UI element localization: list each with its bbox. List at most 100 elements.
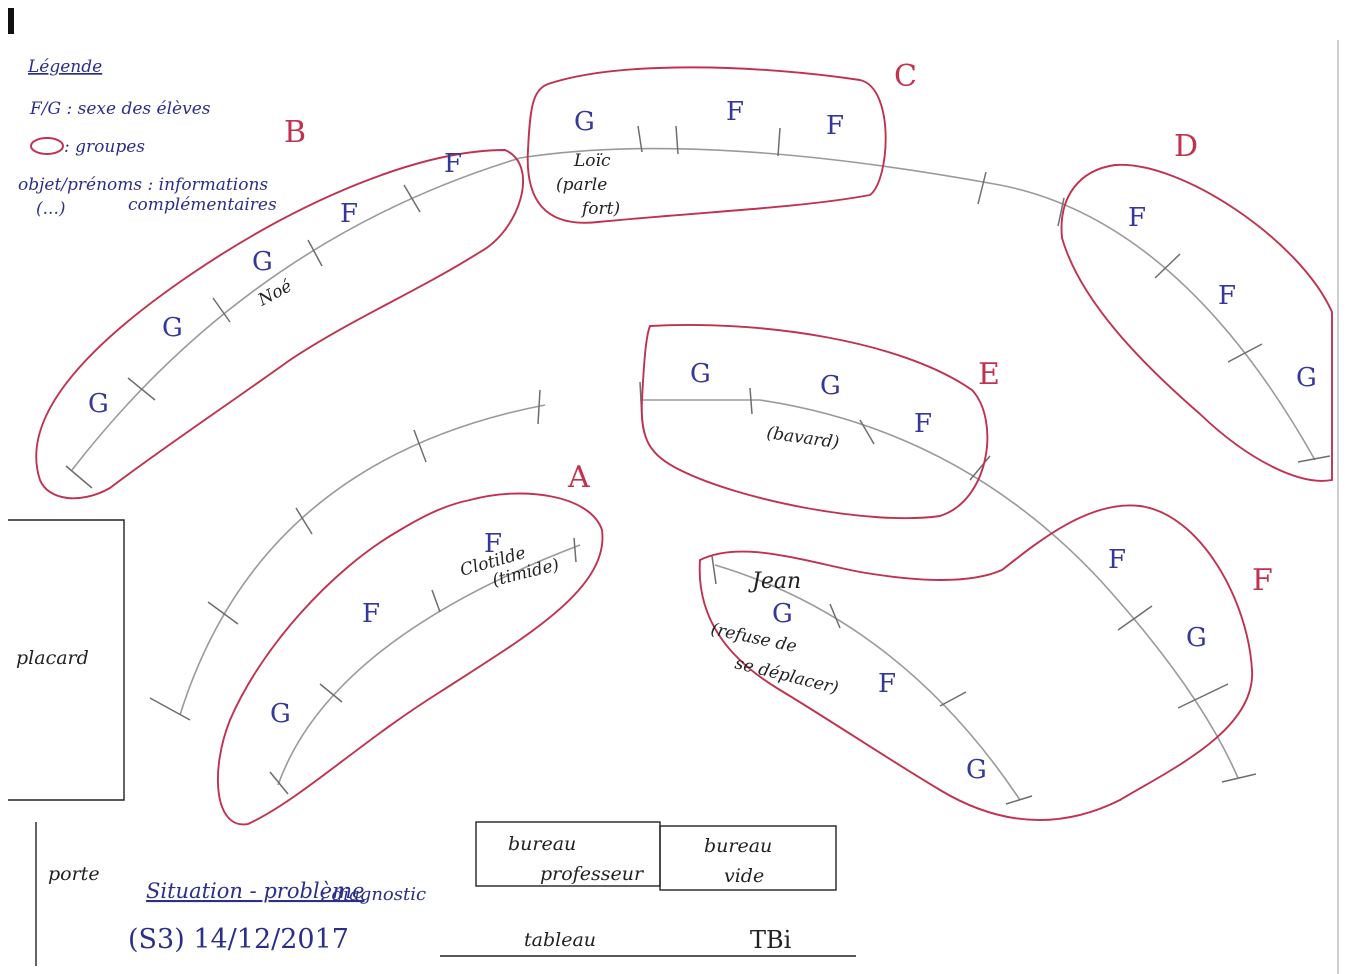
row-group-f [714, 564, 1021, 801]
placard-label: placard [16, 647, 89, 669]
group-labels: A B C D E F [284, 59, 1273, 598]
empty-desk-label-2: vide [724, 865, 764, 887]
row-top [519, 147, 1316, 461]
footer-title: Situation - problème [146, 879, 364, 903]
student-d2: F [1218, 281, 1236, 311]
row-left [71, 157, 521, 471]
desk-tick [969, 455, 991, 481]
desk-tick [1297, 455, 1331, 463]
student-c1: G [574, 107, 595, 137]
student-f2: F [878, 669, 896, 699]
student-b5: F [444, 149, 462, 179]
group-label-d: D [1174, 129, 1198, 164]
student-b1: G [88, 389, 109, 419]
student-b3: G [252, 247, 273, 277]
desk-tick [295, 507, 313, 535]
smartboard-label: TBi [750, 926, 792, 954]
student-c2: F [726, 97, 744, 127]
group-label-a: A [567, 460, 590, 495]
student-f3: G [966, 755, 987, 785]
desk-tick [307, 239, 323, 267]
group-a-outline [216, 492, 604, 826]
desk-tick [537, 389, 541, 425]
note-noe: Noé [254, 276, 295, 311]
desk-tick [149, 697, 191, 721]
desk-ticks [65, 125, 1331, 805]
desk-tick [829, 603, 841, 629]
row-middle [640, 399, 1239, 779]
desk-tick [269, 771, 289, 795]
desk-tick [977, 171, 987, 205]
desk-tick [859, 419, 875, 445]
group-label-f: F [1252, 563, 1273, 598]
student-d1: F [1128, 203, 1146, 233]
desk-tick [711, 555, 717, 585]
student-e3: F [914, 409, 932, 439]
footer-date: (S3) 14/12/2017 [128, 924, 349, 955]
empty-desk [659, 825, 837, 891]
student-a2: F [362, 599, 380, 629]
empty-desk-label-1: bureau [704, 835, 772, 857]
legend-info-line-3: complémentaires [128, 195, 277, 215]
student-f4: F [1108, 545, 1126, 575]
desk-tick [1005, 795, 1033, 805]
student-a3: F [484, 529, 502, 559]
group-label-b: B [284, 115, 306, 150]
row-group-a [277, 544, 581, 786]
note-jean-info-2: se déplacer) [733, 653, 841, 698]
legend-info-line-1: objet/prénoms : informations [18, 175, 268, 195]
group-c-outline [526, 66, 887, 224]
note-jean: Jean [748, 569, 801, 594]
group-d-outline [1060, 164, 1333, 482]
placard-box [8, 519, 125, 801]
desk-tick [127, 377, 156, 401]
desk-tick [1227, 343, 1263, 363]
desk-tick [675, 125, 679, 155]
note-bavard: (bavard) [765, 423, 840, 453]
legend-sex-line: F/G : sexe des élèves [29, 99, 211, 119]
desk-rows [71, 147, 1316, 801]
desk-tick [431, 589, 441, 613]
desk-tick [777, 127, 781, 157]
desk-tick [1177, 683, 1229, 709]
footer-subtitle: : diagnostic [320, 884, 426, 905]
group-outlines [35, 66, 1333, 826]
note-loic: Loïc [573, 151, 611, 171]
desk-tick [413, 429, 427, 463]
teacher-desk-label-1: bureau [508, 833, 576, 855]
door-label: porte [48, 863, 100, 885]
legend-info-line-2: (...) [36, 199, 65, 219]
group-label-e: E [978, 357, 1000, 392]
student-a1: G [270, 699, 291, 729]
legend: Légende F/G : sexe des élèves : groupes … [18, 57, 277, 219]
student-f1: G [772, 599, 793, 629]
desk-tick [1117, 605, 1153, 631]
legend-title: Légende [27, 57, 102, 77]
legend-group-symbol [30, 137, 64, 155]
teacher-desk-label-2: professeur [540, 863, 645, 885]
desk-tick [403, 184, 421, 213]
desk-tick [749, 387, 753, 415]
desk-tick [637, 125, 643, 153]
student-c3: F [826, 111, 844, 141]
desk-tick [939, 691, 967, 707]
student-e2: G [820, 371, 841, 401]
student-d3: G [1296, 363, 1317, 393]
group-f-outline [698, 504, 1253, 821]
student-e1: G [690, 359, 711, 389]
footer: Situation - problème : diagnostic (S3) 1… [128, 879, 426, 955]
desk-tick [65, 465, 93, 489]
students: G G G F F G F F F F G G G F G F F G F G … [88, 97, 1317, 785]
desk-tick [207, 601, 239, 625]
note-loic-info-2: fort) [580, 199, 620, 219]
row-inner-left [179, 404, 546, 716]
desk-tick [573, 537, 577, 563]
room-fixtures: placard porte bureau professeur bureau v… [8, 519, 856, 966]
legend-groups-line: : groupes [64, 137, 145, 157]
group-b-outline [35, 149, 524, 500]
student-b2: G [162, 313, 183, 343]
scan-mark [8, 8, 14, 34]
group-e-outline [640, 324, 989, 520]
student-f5: G [1186, 623, 1207, 653]
